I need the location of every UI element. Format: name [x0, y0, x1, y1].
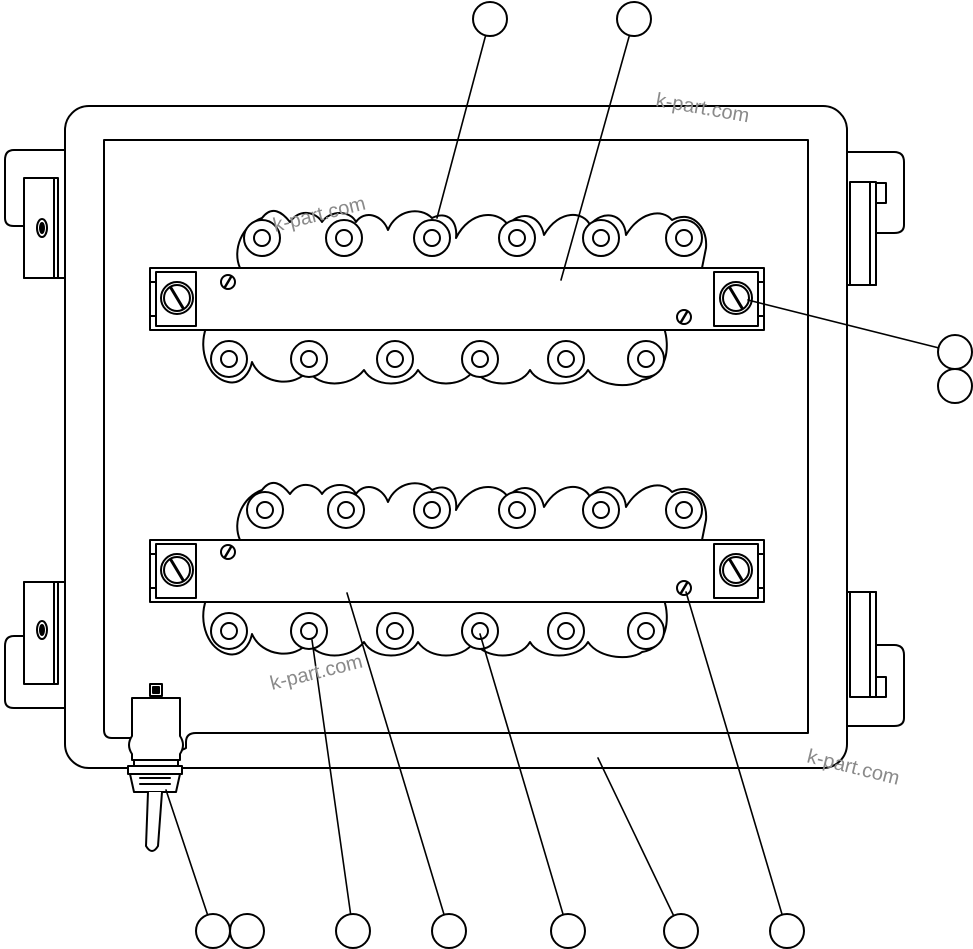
lower-small-screws	[220, 544, 692, 596]
leader-lines	[165, 18, 956, 932]
callout-9	[550, 913, 586, 949]
toggle-switch	[127, 683, 184, 852]
callout-11	[769, 913, 805, 949]
lower-end-screws	[160, 553, 753, 587]
enclosure-outer	[64, 105, 848, 769]
callout-balloons	[195, 1, 973, 949]
callout-8	[431, 913, 467, 949]
lower-top-lugs	[236, 481, 708, 541]
callout-7	[335, 913, 371, 949]
callout-3	[937, 334, 973, 370]
terminal-block-upper	[149, 209, 765, 387]
lower-bus-bar	[149, 539, 765, 603]
enclosure	[64, 105, 848, 769]
bracket-left-bottom	[4, 581, 68, 709]
callout-5	[195, 913, 231, 949]
upper-end-screws	[160, 281, 753, 315]
upper-top-lugs	[236, 209, 708, 269]
bracket-left-top	[4, 149, 68, 279]
bracket-right-top	[845, 151, 905, 286]
callout-2	[616, 1, 652, 37]
upper-bottom-lugs	[202, 327, 668, 387]
mounting-brackets	[4, 149, 905, 727]
callout-4	[937, 368, 973, 404]
terminal-block-lower	[149, 481, 765, 659]
upper-small-screws	[220, 274, 692, 325]
bracket-right-bottom	[845, 591, 905, 727]
callout-10	[663, 913, 699, 949]
upper-bus-bar	[149, 267, 765, 331]
callout-6	[229, 913, 265, 949]
lower-bottom-lugs	[202, 599, 668, 659]
watermark-4: k-part.com	[805, 746, 902, 790]
callout-1	[472, 1, 508, 37]
